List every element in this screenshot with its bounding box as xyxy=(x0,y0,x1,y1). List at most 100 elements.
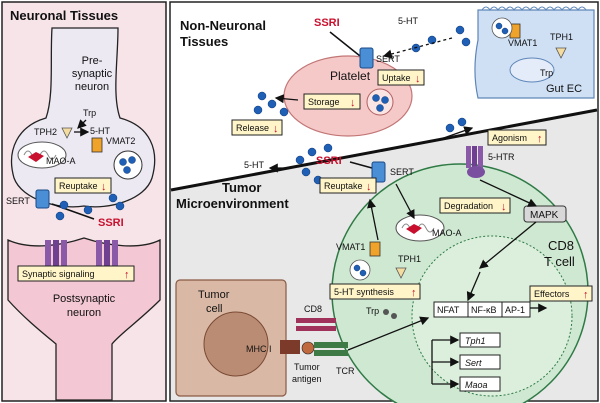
neuron-sert: SERT xyxy=(6,196,30,206)
platelet-storage: Storage xyxy=(308,97,340,107)
tcell-nfat: NFAT xyxy=(437,305,460,315)
tumor-antigen-2: antigen xyxy=(292,374,322,384)
maoa-enzyme-icon xyxy=(406,224,422,234)
presynaptic-label-3: neuron xyxy=(75,81,109,93)
non-neuronal-title-1: Non-Neuronal xyxy=(180,18,266,33)
postsynaptic-label-2: neuron xyxy=(67,307,101,319)
synaptic-vesicle xyxy=(113,150,143,180)
sert-gene-box xyxy=(459,354,501,370)
neuron-ssri: SSRI xyxy=(98,217,124,229)
tcell-agonism: Agonism xyxy=(492,133,527,143)
platelet-5ht: 5-HT xyxy=(398,16,419,26)
tumor-antigen-icon xyxy=(301,341,315,355)
receptor-icon xyxy=(45,240,118,266)
tcell-vmat1-icon xyxy=(369,241,381,257)
ssri-block-line xyxy=(329,31,361,57)
gut-ec-label: Gut EC xyxy=(546,83,582,95)
tcell-mapk: MAPK xyxy=(530,210,559,221)
tcell-reuptake-box xyxy=(319,177,377,194)
release-box xyxy=(231,119,283,136)
mhc-molecule xyxy=(280,340,300,354)
down-arrow-icon: ↓ xyxy=(101,181,107,193)
down-arrow-icon: ↓ xyxy=(501,201,507,213)
maoa-enzyme-icon xyxy=(28,152,44,162)
neuron-sert-icon xyxy=(35,189,50,209)
tumor-nucleus xyxy=(203,311,269,377)
platelet-sert: SERT xyxy=(376,54,400,64)
synaptic-signaling-box xyxy=(17,265,135,282)
neuron-5ht: 5-HT xyxy=(90,126,111,136)
storage-box xyxy=(303,93,361,110)
tph1-gene-box xyxy=(459,332,501,348)
maoa-gene-box xyxy=(459,376,501,392)
mapk-box xyxy=(523,205,567,223)
neuron-reuptake-box xyxy=(54,177,112,194)
down-arrow-icon: ↓ xyxy=(366,181,372,193)
gut-nucleus xyxy=(509,57,555,83)
cd8-label-2: T cell xyxy=(544,254,575,269)
tumor-antigen-1: Tumor xyxy=(294,362,320,372)
cd8-label-1: CD8 xyxy=(548,238,574,253)
presynaptic-label-2: synaptic xyxy=(72,68,113,80)
tcell-nfkb: NF-κB xyxy=(471,305,497,315)
neuron-trp: Trp xyxy=(83,108,96,118)
neuron-maoa: MAO-A xyxy=(46,156,76,166)
up-arrow-icon: ↑ xyxy=(537,133,543,145)
neuron-tph2: TPH2 xyxy=(34,127,57,137)
ssri-block-line xyxy=(349,161,373,169)
down-arrow-icon: ↓ xyxy=(273,123,279,135)
uptake-box xyxy=(377,69,425,86)
htr-receptor-icon xyxy=(466,146,485,178)
tcell-maoa: MAO-A xyxy=(432,228,462,238)
gut-vesicle xyxy=(491,17,513,39)
tcell-sert: SERT xyxy=(390,167,414,177)
tcell-synthesis: 5-HT synthesis xyxy=(334,287,394,297)
tumor-ssri: SSRI xyxy=(316,155,342,167)
tumor-5ht: 5-HT xyxy=(244,160,265,170)
platelet-label: Platelet xyxy=(330,69,371,83)
synthesis-box xyxy=(329,283,421,300)
tumor-mhc: MHC I xyxy=(246,344,272,354)
gut-tph1: TPH1 xyxy=(550,32,573,42)
vmat2-transporter-icon xyxy=(91,137,103,153)
agonism-box xyxy=(487,129,547,146)
up-arrow-icon: ↑ xyxy=(124,269,130,281)
tumor-cd8: CD8 xyxy=(304,304,322,314)
microvilli xyxy=(481,6,587,11)
cd8-molecule xyxy=(296,318,336,323)
up-arrow-icon: ↑ xyxy=(583,289,589,301)
up-arrow-icon: ↑ xyxy=(411,287,417,299)
panel-divider xyxy=(170,108,598,192)
effectors-box xyxy=(529,285,593,302)
tcell-trp: Trp xyxy=(366,306,379,316)
platelet-sert-icon xyxy=(359,47,374,69)
tcell-vesicle xyxy=(349,259,371,281)
non-neuronal-title-2: Tissues xyxy=(180,34,228,49)
tcell-sert-icon xyxy=(371,161,386,183)
synaptic-signaling: Synaptic signaling xyxy=(22,269,95,279)
tcell-ap1: AP-1 xyxy=(505,305,525,315)
tumor-cell-label-2: cell xyxy=(206,303,223,315)
tumor-title-1: Tumor xyxy=(222,180,261,195)
down-arrow-icon: ↓ xyxy=(350,97,356,109)
tph1-enzyme-icon xyxy=(555,47,567,59)
neuron-reuptake: Reuptake xyxy=(59,181,98,191)
tumor-tcr: TCR xyxy=(336,366,355,376)
degradation-box xyxy=(439,197,511,214)
gene-maoa: Maoa xyxy=(465,380,488,390)
tph2-enzyme-icon xyxy=(61,127,73,139)
gut-vmat1: VMAT1 xyxy=(508,38,537,48)
neuron-vmat2: VMAT2 xyxy=(106,136,135,146)
down-arrow-icon: ↓ xyxy=(415,73,421,85)
tumor-cell-label-1: Tumor xyxy=(198,289,230,301)
tcell-5htr: 5-HTR xyxy=(488,152,515,162)
gut-trp: Trp xyxy=(540,68,553,78)
ssri-block-line xyxy=(51,203,95,220)
tcr-molecule xyxy=(314,342,348,348)
postsynaptic-label-1: Postsynaptic xyxy=(53,293,116,305)
platelet-ssri: SSRI xyxy=(314,17,340,29)
tumor-title-2: Microenvironment xyxy=(176,196,289,211)
platelet-uptake: Uptake xyxy=(382,73,411,83)
